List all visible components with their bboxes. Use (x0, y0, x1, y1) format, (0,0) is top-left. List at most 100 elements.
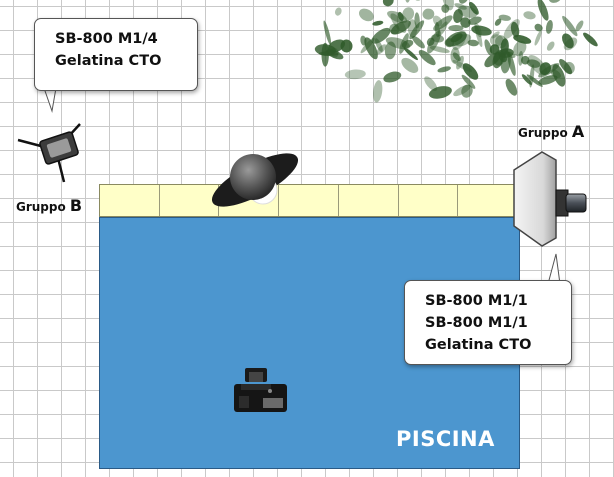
tree-leaf (429, 46, 450, 53)
tree-leaf (401, 39, 414, 49)
callout-line: SB-800 M1/1 (425, 293, 528, 309)
tree-leaf (575, 20, 584, 32)
tree-leaf (491, 31, 500, 39)
deck-tile (339, 185, 399, 216)
tree-leaf (448, 25, 464, 32)
tree-leaf (409, 20, 425, 40)
flash-on-stand-icon (17, 123, 81, 183)
tree-leaf (424, 76, 438, 91)
tree-leaf (441, 0, 454, 11)
tree-leaf (510, 21, 520, 38)
tree-leaf (521, 74, 532, 85)
tree-leaf (534, 30, 542, 46)
tree-leaf (428, 86, 452, 99)
group-a-label: Gruppo A (518, 122, 584, 141)
tree-leaf (503, 19, 520, 39)
group-word: Gruppo (16, 200, 66, 214)
tree-leaf (372, 20, 384, 26)
tree-leaf (526, 59, 541, 68)
callout-group-a-settings: SB-800 M1/1 SB-800 M1/1 Gelatina CTO (404, 280, 572, 365)
tree-leaf (382, 0, 394, 7)
tree-leaf (450, 33, 463, 43)
tree-leaf (373, 80, 383, 103)
tree-leaf (452, 52, 461, 62)
tree-leaf (404, 0, 412, 3)
camera-icon (234, 368, 287, 412)
tree-leaf (344, 69, 366, 80)
deck-tile (100, 185, 160, 216)
tree-leaf (506, 51, 516, 59)
tree-leaf (548, 0, 563, 3)
tree-leaf (414, 12, 420, 29)
tree-leaf (583, 32, 598, 47)
tree-leaf (397, 11, 404, 21)
callout-line: Gelatina CTO (55, 53, 162, 69)
tree-leaf (562, 15, 578, 37)
callout-line: SB-800 M1/4 (55, 31, 158, 47)
tree-leaf (513, 34, 532, 44)
tree-leaf (364, 37, 378, 60)
tree-leaf (458, 0, 469, 4)
group-b-label: Gruppo B (16, 196, 82, 215)
tree-leaf (318, 51, 339, 57)
tree-leaf (489, 34, 504, 47)
tree-leaf (422, 8, 435, 20)
tree-leaf (360, 37, 375, 54)
tree-leaf (456, 55, 464, 70)
tree-leaf (334, 7, 342, 16)
group-word: Gruppo (518, 126, 568, 140)
tree-leaf (454, 3, 467, 10)
tree-leaf (427, 30, 441, 54)
tree-leaf (457, 5, 478, 18)
tree-leaf (552, 64, 566, 87)
tree-leaf (433, 15, 453, 31)
tree-leaf (545, 19, 553, 34)
tree-leaf (462, 63, 479, 80)
tree-leaf (505, 78, 518, 96)
tree-icon (314, 0, 598, 103)
tree-leaf (523, 11, 536, 20)
tree-leaf (563, 37, 578, 51)
tree-leaf (495, 35, 507, 49)
tree-leaf (402, 7, 415, 21)
tree-leaf (401, 57, 419, 73)
tree-leaf (467, 39, 479, 47)
tree-leaf (468, 16, 482, 25)
callout-tail (43, 87, 561, 285)
tree-leaf (563, 61, 575, 75)
tree-leaf (537, 0, 549, 21)
pool-deck (99, 184, 518, 217)
tree-leaf (327, 39, 346, 53)
tree-leaf (453, 8, 463, 24)
deck-tile (399, 185, 459, 216)
callout-line: SB-800 M1/1 (425, 315, 528, 331)
tree-leaf (461, 84, 473, 98)
group-letter: A (571, 122, 585, 141)
tree-leaf (526, 74, 543, 87)
tree-leaf (494, 18, 502, 26)
tree-leaf (371, 27, 391, 44)
tree-leaf (460, 17, 471, 28)
tree-leaf (413, 0, 423, 1)
tree-leaf (484, 52, 501, 68)
tree-leaf (471, 25, 492, 36)
tree-leaf (383, 71, 402, 83)
tree-leaf (453, 84, 471, 97)
tree-leaf (534, 23, 543, 32)
callout-group-b-settings: SB-800 M1/4 Gelatina CTO (34, 18, 198, 91)
tree-leaf (403, 47, 418, 61)
callout-line: Gelatina CTO (425, 337, 532, 353)
tree-leaf (562, 33, 574, 49)
tree-leaf (376, 44, 387, 55)
tree-leaf (513, 40, 527, 57)
tree-leaf (498, 14, 511, 21)
tree-leaf (546, 41, 555, 51)
tree-leaf (538, 75, 558, 85)
tree-leaf (441, 4, 450, 13)
umbrella-light-icon (211, 153, 299, 207)
tree-leaf (390, 20, 411, 35)
tree-leaf (469, 1, 479, 15)
group-letter: B (69, 196, 83, 215)
tree-leaf (418, 50, 436, 66)
